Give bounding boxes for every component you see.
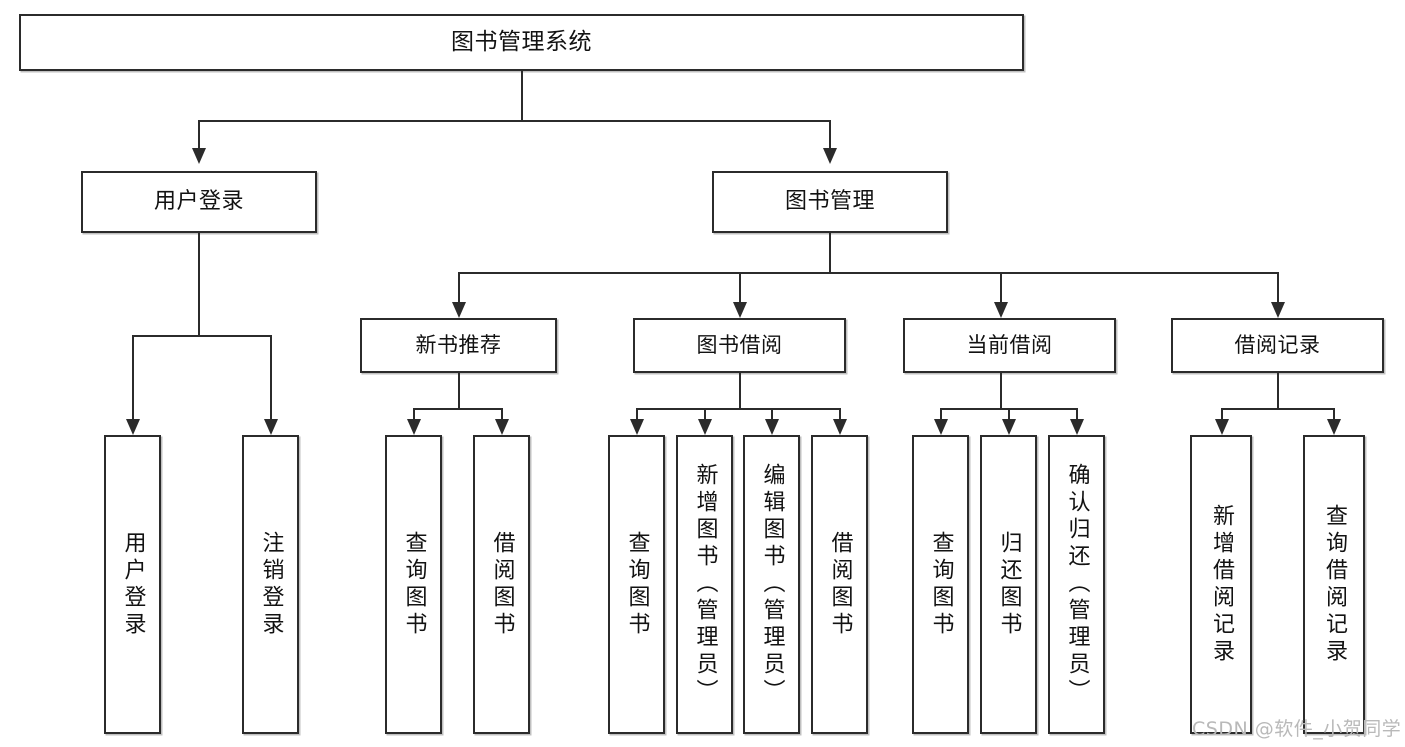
connector-drop-bb-leaf-2 — [771, 408, 773, 419]
connector-level1-drop-user-login — [198, 120, 200, 148]
connector-borrow-record-bus — [1222, 408, 1334, 410]
arrow-bb-leaf-0 — [630, 419, 644, 435]
connector-drop-current-borrow — [1000, 272, 1002, 302]
arrow-level1-user-login — [192, 148, 206, 164]
leaf-label: 新增图书（管理员） — [692, 463, 718, 706]
leaf-user-login-logout[interactable]: 注销登录 — [242, 435, 299, 734]
connector-drop-new-book-recommend — [458, 272, 460, 302]
arrow-user-login-leaf-0 — [126, 419, 140, 435]
connector-new-book-recommend-stem — [458, 373, 460, 408]
connector-user-login-bus — [133, 335, 272, 337]
connector-book-borrow-bus — [637, 408, 840, 410]
connector-drop-cb-leaf-1 — [1008, 408, 1010, 419]
connector-book-borrow-stem — [739, 373, 741, 408]
arrow-cb-leaf-2 — [1070, 419, 1084, 435]
node-user-login[interactable]: 用户登录 — [81, 171, 317, 233]
leaf-cb-query-book[interactable]: 查询图书 — [912, 435, 969, 734]
leaf-label: 借阅图书 — [827, 530, 853, 639]
connector-drop-cb-leaf-2 — [1076, 408, 1078, 419]
leaf-label: 查询图书 — [624, 530, 650, 639]
node-new-book-recommend[interactable]: 新书推荐 — [360, 318, 557, 373]
leaf-label: 查询图书 — [928, 530, 954, 639]
leaf-nbr-query-book[interactable]: 查询图书 — [385, 435, 442, 734]
leaf-label: 用户登录 — [120, 530, 146, 639]
connector-root-stem — [521, 71, 523, 120]
connector-drop-user-login-leaf-0 — [132, 335, 134, 419]
connector-drop-cb-leaf-0 — [940, 408, 942, 419]
arrow-user-login-leaf-1 — [264, 419, 278, 435]
leaf-label: 注销登录 — [258, 530, 284, 639]
connector-level2-bus — [459, 272, 1278, 274]
connector-drop-bb-leaf-3 — [839, 408, 841, 419]
node-label: 图书借阅 — [696, 332, 783, 357]
node-current-borrow[interactable]: 当前借阅 — [903, 318, 1116, 373]
leaf-br-query-record[interactable]: 查询借阅记录 — [1303, 435, 1365, 734]
connector-drop-nbr-leaf-1 — [501, 408, 503, 419]
arrow-br-leaf-1 — [1327, 419, 1341, 435]
node-label: 图书管理 — [784, 189, 875, 215]
arrow-bb-leaf-2 — [765, 419, 779, 435]
connector-drop-bb-leaf-0 — [636, 408, 638, 419]
arrow-cb-leaf-1 — [1002, 419, 1016, 435]
leaf-label: 归还图书 — [996, 530, 1022, 639]
connector-drop-br-leaf-1 — [1333, 408, 1335, 419]
connector-user-login-stem — [198, 233, 200, 335]
leaf-label: 确认归还（管理员） — [1064, 463, 1090, 706]
connector-drop-user-login-leaf-1 — [270, 335, 272, 419]
arrow-level1-book-management — [823, 148, 837, 164]
leaf-label: 新增借阅记录 — [1209, 503, 1234, 666]
connector-drop-bb-leaf-1 — [704, 408, 706, 419]
node-book-borrow[interactable]: 图书借阅 — [633, 318, 846, 373]
connector-drop-nbr-leaf-0 — [413, 408, 415, 419]
node-borrow-record[interactable]: 借阅记录 — [1171, 318, 1384, 373]
connector-drop-book-borrow — [739, 272, 741, 302]
node-label: 用户登录 — [153, 189, 244, 215]
leaf-bb-borrow-book[interactable]: 借阅图书 — [811, 435, 868, 734]
node-label: 当前借阅 — [966, 332, 1053, 357]
leaf-nbr-borrow-book[interactable]: 借阅图书 — [473, 435, 530, 734]
connector-drop-borrow-record — [1277, 272, 1279, 302]
leaf-cb-return-book[interactable]: 归还图书 — [980, 435, 1037, 734]
leaf-label: 借阅图书 — [489, 530, 515, 639]
leaf-label: 编辑图书（管理员） — [759, 463, 785, 706]
node-label: 借阅记录 — [1234, 332, 1321, 357]
arrow-cb-leaf-0 — [934, 419, 948, 435]
arrow-bb-leaf-3 — [833, 419, 847, 435]
connector-level1-bus — [199, 120, 831, 122]
leaf-cb-confirm-return-admin[interactable]: 确认归还（管理员） — [1048, 435, 1105, 734]
connector-drop-br-leaf-0 — [1221, 408, 1223, 419]
connector-current-borrow-stem — [1000, 373, 1002, 408]
connector-borrow-record-stem — [1277, 373, 1279, 408]
node-label: 新书推荐 — [415, 332, 502, 357]
arrow-new-book-recommend — [452, 302, 466, 318]
arrow-book-borrow — [733, 302, 747, 318]
leaf-br-add-record[interactable]: 新增借阅记录 — [1190, 435, 1252, 734]
leaf-bb-add-book-admin[interactable]: 新增图书（管理员） — [676, 435, 733, 734]
arrow-nbr-leaf-1 — [495, 419, 509, 435]
arrow-nbr-leaf-0 — [407, 419, 421, 435]
node-root-book-management-system[interactable]: 图书管理系统 — [19, 14, 1024, 71]
node-label: 图书管理系统 — [451, 29, 592, 56]
connector-book-management-stem — [829, 233, 831, 272]
leaf-bb-edit-book-admin[interactable]: 编辑图书（管理员） — [743, 435, 800, 734]
connector-level1-drop-book-management — [829, 120, 831, 148]
arrow-current-borrow — [994, 302, 1008, 318]
connector-new-book-recommend-bus — [414, 408, 503, 410]
leaf-label: 查询借阅记录 — [1322, 503, 1347, 666]
arrow-br-leaf-0 — [1215, 419, 1229, 435]
leaf-bb-query-book[interactable]: 查询图书 — [608, 435, 665, 734]
leaf-user-login-login[interactable]: 用户登录 — [104, 435, 161, 734]
leaf-label: 查询图书 — [401, 530, 427, 639]
arrow-borrow-record — [1271, 302, 1285, 318]
arrow-bb-leaf-1 — [698, 419, 712, 435]
node-book-management[interactable]: 图书管理 — [712, 171, 948, 233]
